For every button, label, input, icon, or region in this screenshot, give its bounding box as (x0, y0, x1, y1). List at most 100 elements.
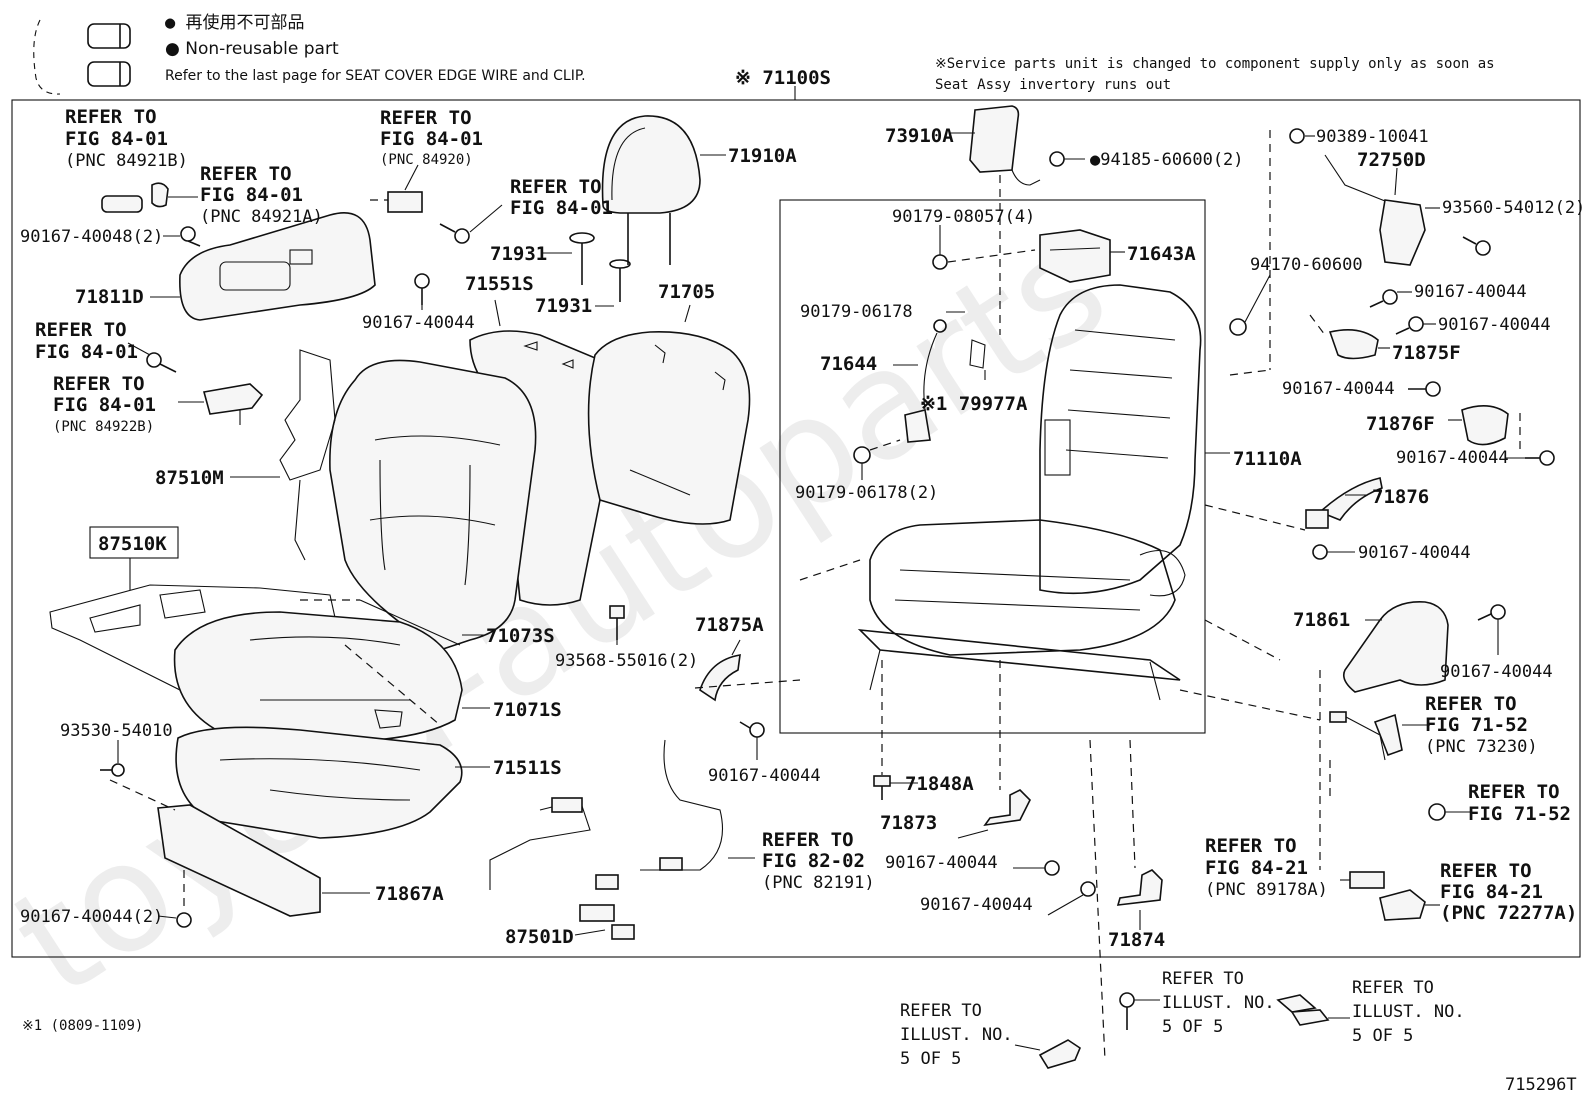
nut-94185 (1049, 151, 1065, 167)
label-71073S: 71073S (486, 625, 555, 647)
refer-block-1: REFER TO FIG 84-01 (PNC 84921B) (65, 106, 188, 171)
svg-text:(PNC 82191): (PNC 82191) (762, 873, 875, 893)
label-71643A: 71643A (1127, 243, 1196, 265)
svg-text:FIG 84-01: FIG 84-01 (380, 128, 483, 150)
legend-refer-text: Refer to the last page for SEAT COVER ED… (165, 68, 586, 84)
svg-text:REFER TO: REFER TO (762, 829, 854, 851)
service-note-line2: Seat Assy invertory runs out (935, 77, 1171, 93)
lever-71876 (1305, 477, 1383, 529)
label-71551S: 71551S (465, 273, 534, 295)
svg-text:(PNC 73230): (PNC 73230) (1425, 737, 1538, 757)
label-87501D: 87501D (505, 926, 574, 948)
refer-block-2: REFER TO FIG 84-01 (PNC 84921A) (200, 163, 323, 227)
label-90167-r6: 90167-40044 (1440, 662, 1553, 682)
svg-text:(PNC 89178A): (PNC 89178A) (1205, 880, 1328, 900)
stud-71931-a (569, 232, 595, 285)
svg-text:FIG 82-02: FIG 82-02 (762, 850, 865, 872)
headrest-part (601, 115, 701, 265)
label-71511S: 71511S (493, 757, 562, 779)
label-71876F: 71876F (1366, 413, 1435, 435)
label-71875F: 71875F (1392, 342, 1461, 364)
svg-text:FIG 84-21: FIG 84-21 (1205, 857, 1308, 879)
svg-text:(PNC 84921A): (PNC 84921A) (200, 207, 323, 227)
label-71705: 71705 (658, 281, 715, 303)
label-90167-r4: 90167-40044 (1396, 448, 1509, 468)
refer-block-9: REFER TO FIG 71-52 (1468, 781, 1571, 825)
label-90167-c: 90167-40044(2) (20, 907, 163, 927)
highlighted-part-label[interactable]: 87510K (98, 533, 167, 555)
label-71910A: 71910A (728, 145, 797, 167)
svg-text:REFER TO: REFER TO (35, 319, 127, 341)
clip-refer-84-01-a (146, 352, 177, 373)
label-90167-f: 90167-40044 (920, 895, 1033, 915)
stud-71931-b (609, 259, 631, 302)
seatback-cover-part (329, 359, 537, 651)
bolt-90167-40044-f (1080, 881, 1096, 897)
svg-text:(PNC 84920): (PNC 84920) (380, 152, 473, 168)
cover-71875F (1328, 329, 1379, 360)
legend-en-text: ● Non-reusable part (165, 39, 339, 59)
cover-71876F (1461, 405, 1509, 446)
label-93530: 93530-54010 (60, 721, 173, 741)
label-90167-40048: 90167-40048(2) (20, 227, 163, 247)
label-90167-e: 90167-40044 (885, 853, 998, 873)
svg-text:REFER TO: REFER TO (1468, 781, 1560, 803)
label-93568: 93568-55016(2) (555, 651, 698, 671)
refer-block-8: REFER TO FIG 71-52 (PNC 73230) (1425, 693, 1538, 757)
svg-text:FIG 71-52: FIG 71-52 (1425, 714, 1528, 736)
label-79977A (969, 339, 986, 369)
svg-text:5 OF 5: 5 OF 5 (1352, 1026, 1413, 1046)
label-71931-a: 71931 (490, 243, 547, 265)
highlight-box-87510K[interactable] (89, 526, 179, 559)
sensor-71644 (904, 319, 947, 443)
cushion-shield-part (157, 804, 321, 917)
seatbelt-buckle-part (1329, 711, 1403, 761)
bolt-93530 (100, 763, 125, 777)
refer-block-12: REFER TO ILLUST. NO. 5 OF 5 (900, 1001, 1013, 1069)
bolt-90167-40044-2 (176, 912, 192, 928)
cover-71861 (1342, 601, 1449, 693)
cover-71875A (699, 654, 741, 702)
connector-72277A (1379, 889, 1426, 921)
svg-text:REFER TO: REFER TO (510, 176, 602, 198)
svg-text:REFER TO: REFER TO (53, 373, 145, 395)
label-79977A: ※1 79977A (920, 393, 1028, 415)
refer-block-14: REFER TO ILLUST. NO. 5 OF 5 (1352, 978, 1465, 1046)
label-71867A: 71867A (375, 883, 444, 905)
bolt-71848A (873, 775, 891, 800)
label-87510M: 87510M (155, 467, 224, 489)
svg-text:(PNC 72277A): (PNC 72277A) (1440, 902, 1577, 924)
svg-text:REFER TO: REFER TO (1205, 835, 1297, 857)
assembly-label: ※ 71100S (735, 67, 831, 89)
knob-part (101, 182, 169, 213)
wire-harness-part (489, 739, 724, 940)
bolt-90167-40044-r5 (1312, 544, 1328, 560)
label-94170: 94170-60600 (1250, 255, 1363, 275)
label-71811D: 71811D (75, 286, 144, 308)
service-note-line1: ※Service parts unit is changed to compon… (935, 56, 1495, 72)
bolt-90167-40044-a (414, 273, 430, 305)
label-71873: 71873 (880, 812, 937, 834)
refer-block-11: REFER TO FIG 84-21 (PNC 72277A) (1440, 860, 1577, 924)
frame-subassembly-box (779, 199, 1206, 734)
label-90167-d: 90167-40044 (708, 766, 821, 786)
svg-text:(PNC 84921B): (PNC 84921B) (65, 151, 188, 171)
bolt-90167-40044-r1 (1369, 289, 1398, 308)
refer-block-4: REFER TO FIG 84-01 (510, 176, 613, 219)
refer-block-3: REFER TO FIG 84-01 (PNC 84920) (380, 107, 483, 168)
bolt-93560 (1462, 236, 1491, 256)
seat-frame-part (857, 284, 1202, 701)
diagram-id: 715296T (1505, 1075, 1577, 1095)
svg-text:FIG 84-01: FIG 84-01 (65, 128, 168, 150)
refer-block-6: REFER TO FIG 84-01 (PNC 84922B) (53, 373, 156, 435)
svg-text:FIG 84-01: FIG 84-01 (200, 184, 303, 206)
label-90389: 90389-10041 (1316, 127, 1429, 147)
main-frame (11, 99, 1581, 958)
cushion-cover-part (173, 611, 463, 743)
svg-text:ILLUST. NO.: ILLUST. NO. (900, 1025, 1013, 1045)
label-90167-r5: 90167-40044 (1358, 543, 1471, 563)
label-71071S: 71071S (493, 699, 562, 721)
svg-text:REFER TO: REFER TO (65, 106, 157, 128)
